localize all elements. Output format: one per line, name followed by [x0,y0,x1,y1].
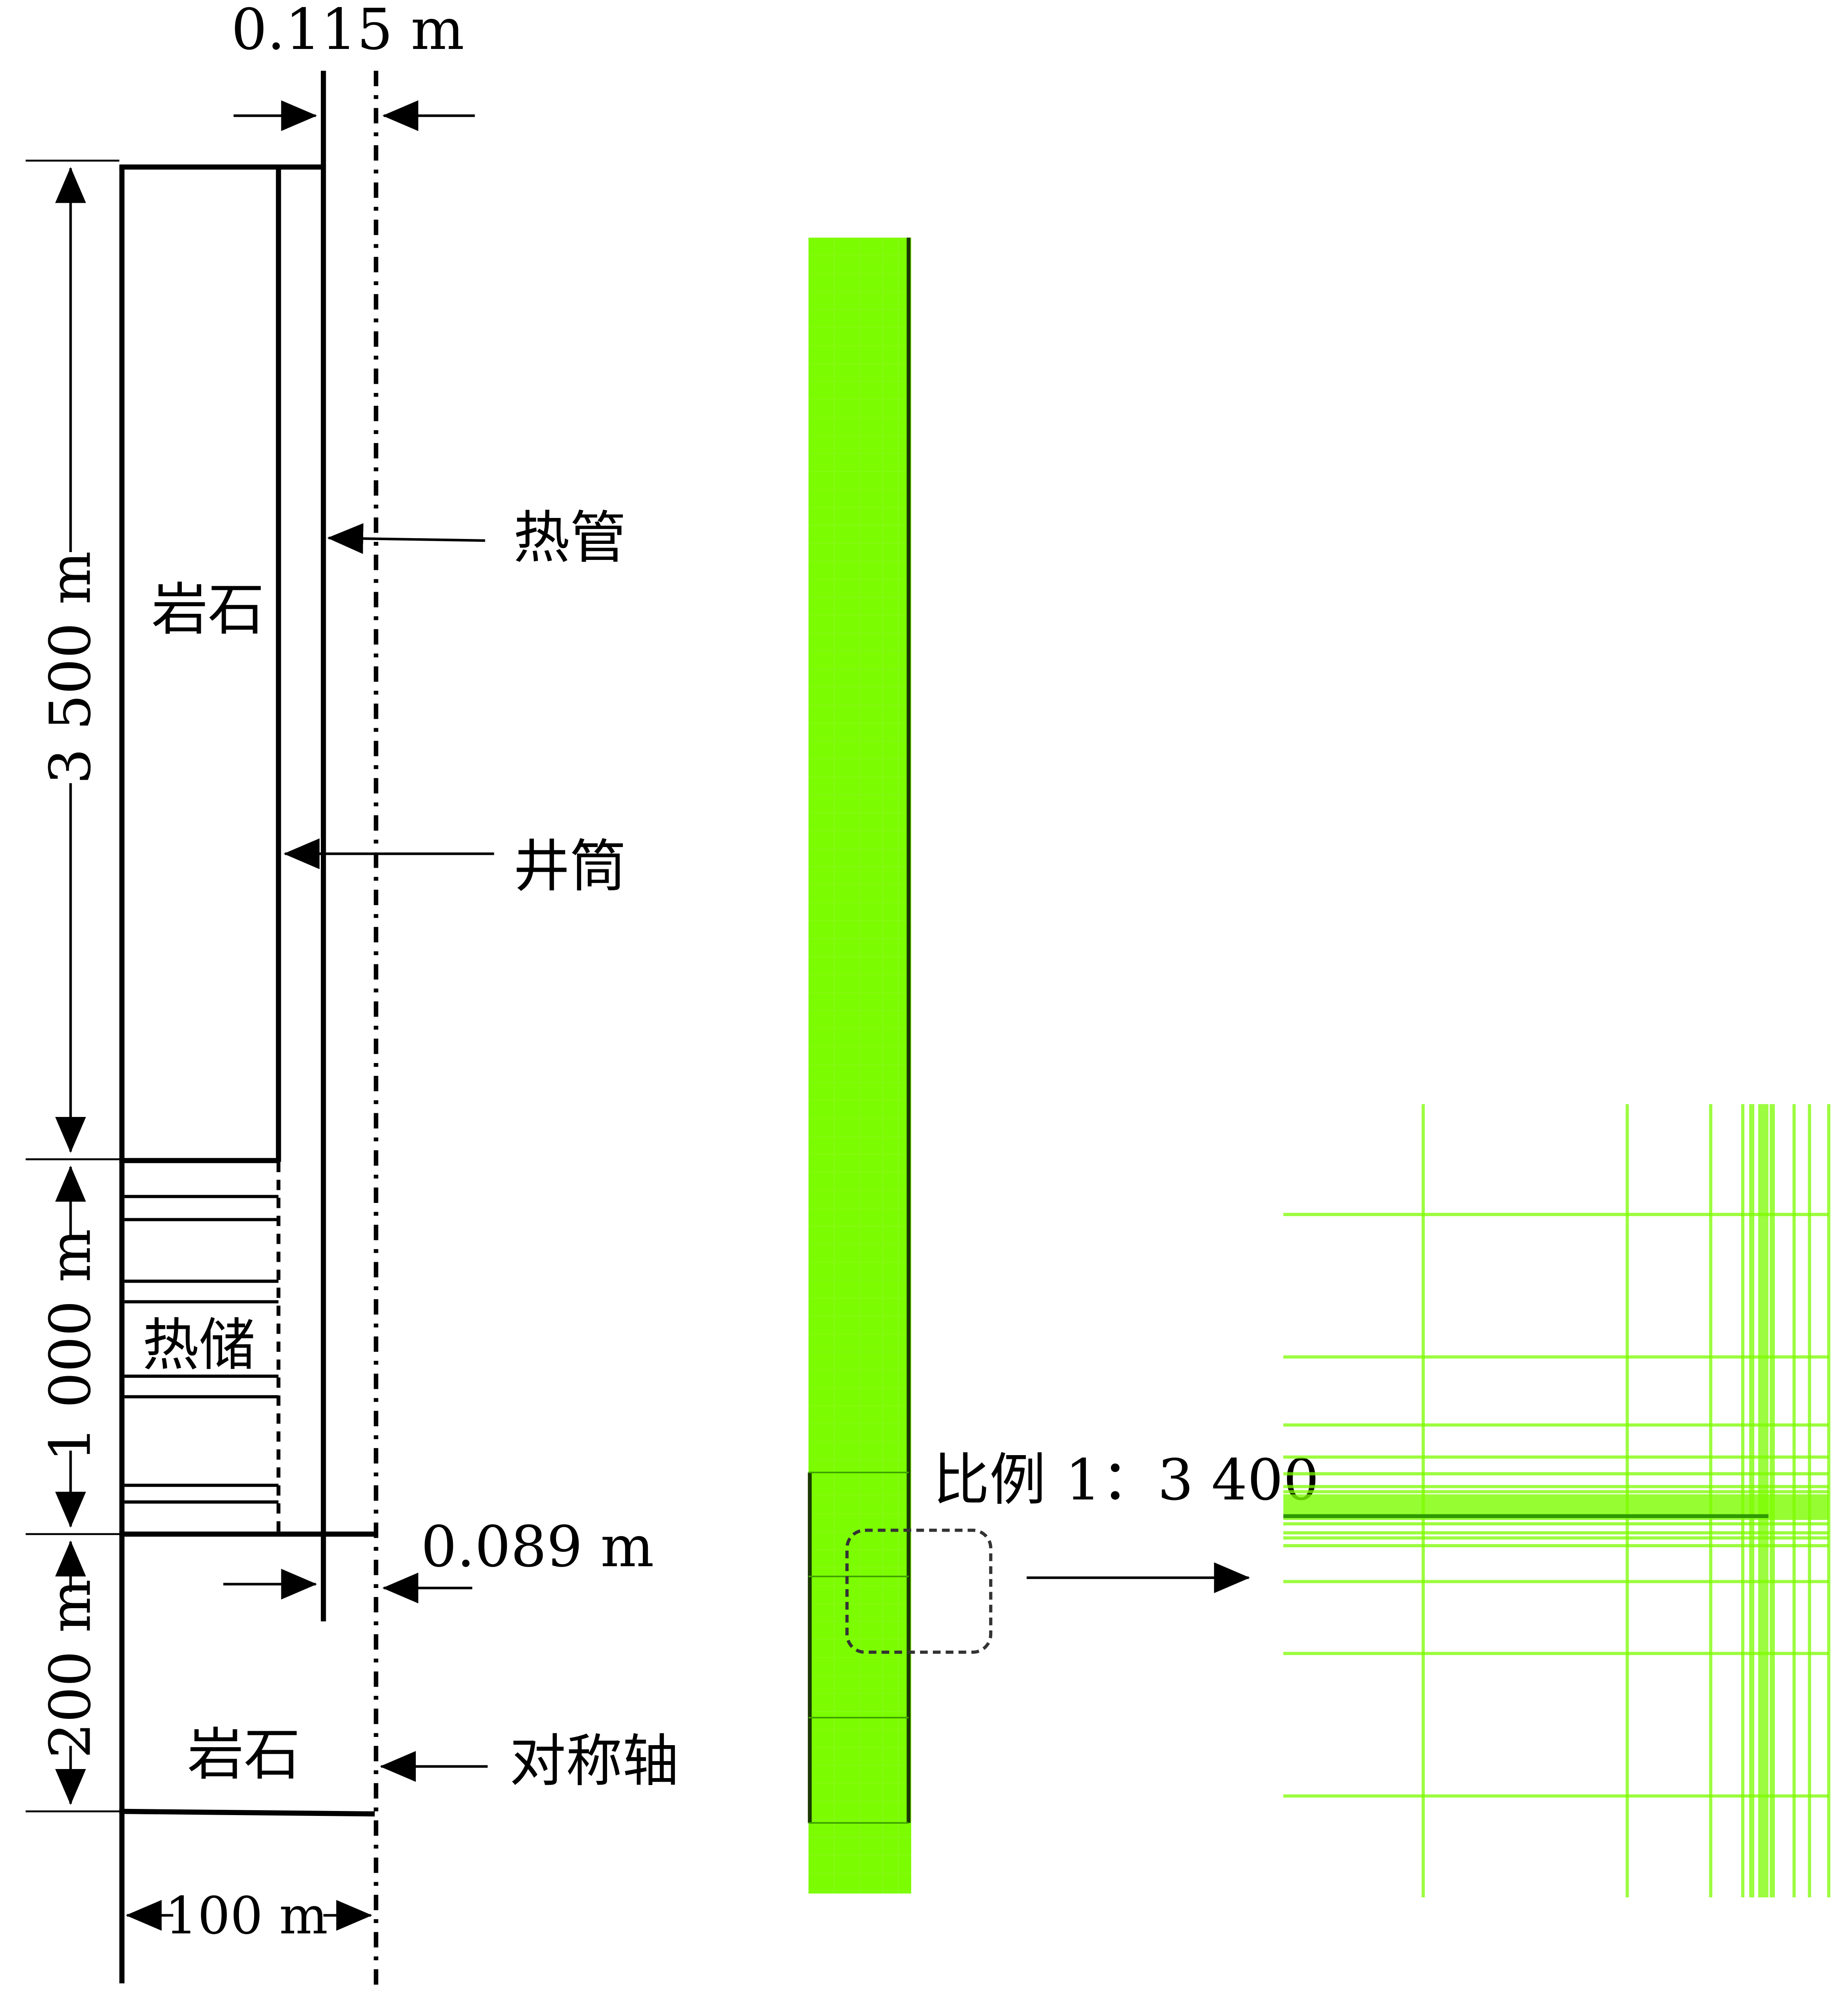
mesh-column-grid [808,237,911,1894]
callout-symmetry-axis: 对称轴 [510,1729,679,1794]
scale-value: 1：3 400 [1065,1448,1319,1513]
well-schematic: 3 500 m 1 000 m 200 m 0.115 m 0.089 m 10… [26,0,679,1987]
scale-label: 比例 [933,1448,1046,1513]
dim-label-width: 100 m [165,1886,328,1946]
callout-wellbore: 井筒 [513,834,626,899]
reservoir-layers [124,1195,279,1504]
callout-heat-pipe: 热管 [513,506,626,571]
label-rock-lower: 岩石 [188,1722,301,1788]
dim-label-lower-depth: 200 m [38,1579,103,1759]
dim-label-upper-depth: 3 500 m [38,551,103,784]
zoom-region-box [845,1528,992,1654]
label-reservoir: 热储 [142,1313,255,1378]
dim-label-reservoir-depth: 1 000 m [38,1229,103,1462]
label-rock-upper: 岩石 [151,577,264,643]
dim-label-bottom-gap: 0.089 m [421,1514,654,1580]
domain-bottom-edge [119,1809,375,1817]
callout-heat-pipe-arrow [327,523,485,554]
mesh-column: 比例 1：3 400 [808,237,1319,1894]
zoomed-mesh [1283,1104,1831,1897]
dim-label-top-gap: 0.115 m [231,0,464,63]
